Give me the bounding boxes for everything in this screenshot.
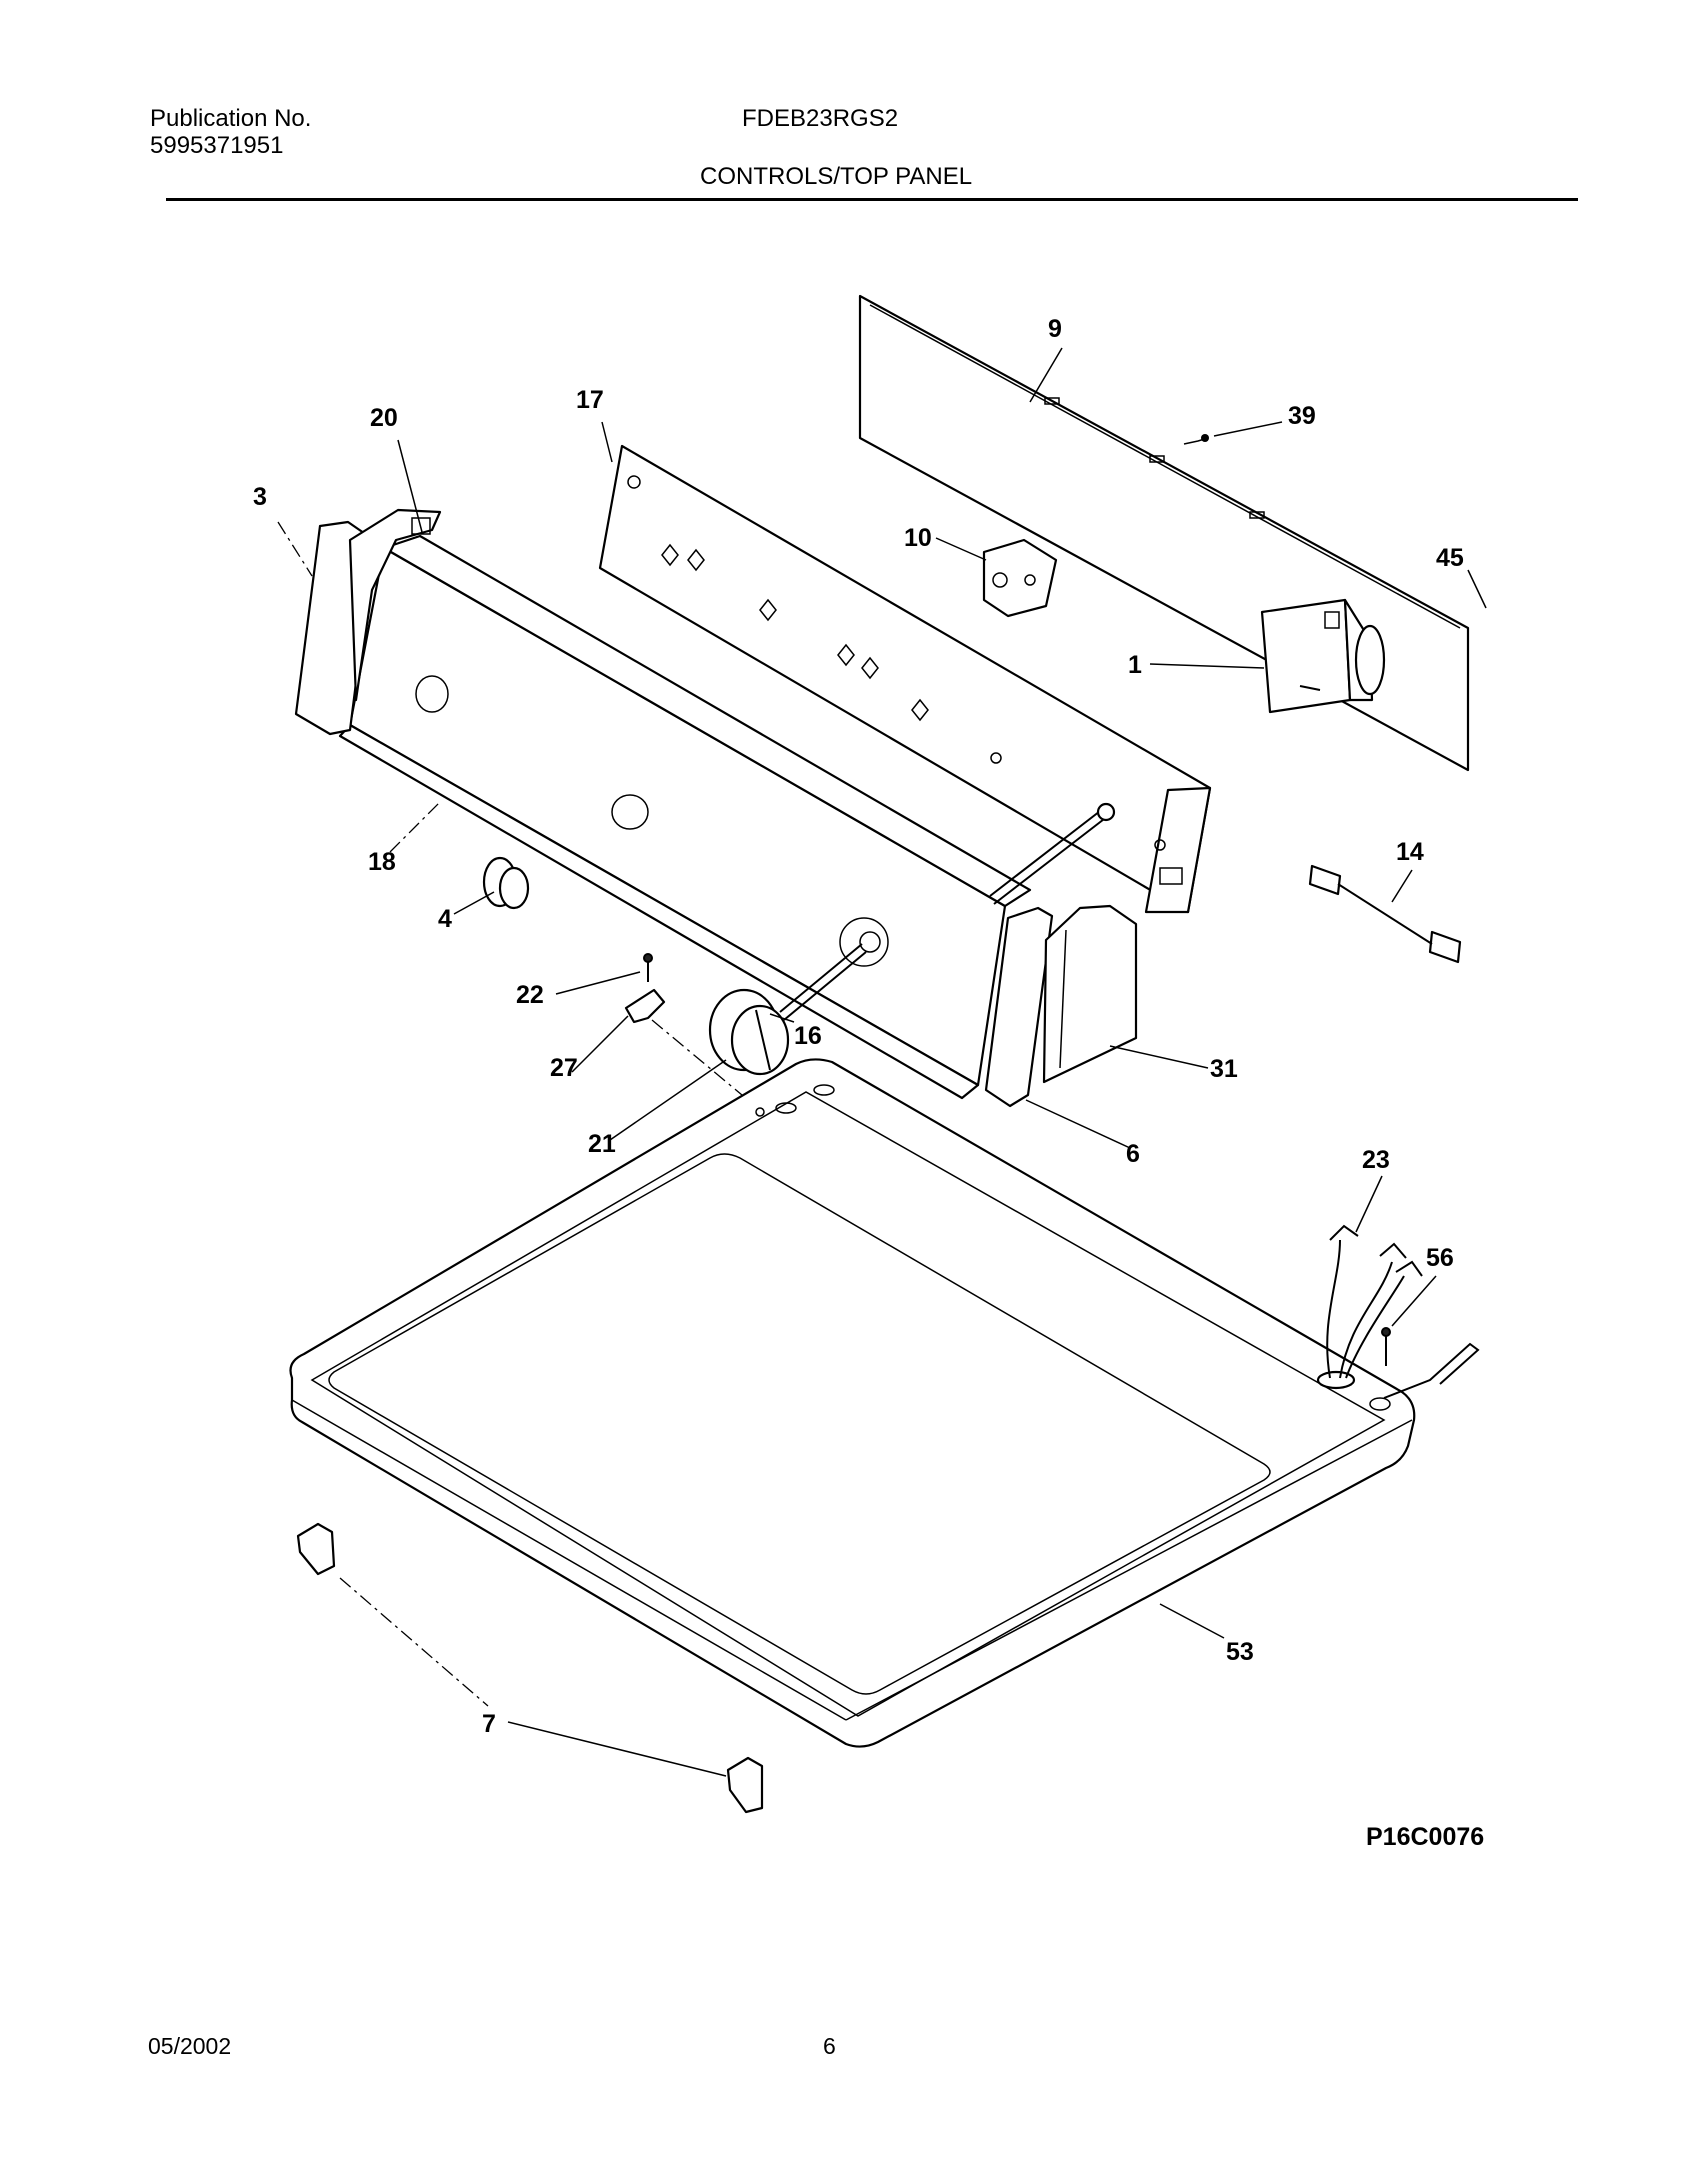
callout-20: 20 bbox=[370, 404, 398, 432]
timer-drawing bbox=[1260, 598, 1386, 714]
model-number: FDEB23RGS2 bbox=[742, 105, 899, 132]
page-number: 6 bbox=[823, 2033, 836, 2059]
leader-lines bbox=[277, 347, 1487, 1777]
callout-17: 17 bbox=[576, 386, 604, 414]
callout-6: 6 bbox=[1126, 1140, 1140, 1168]
feet-drawing bbox=[296, 1522, 764, 1814]
callout-23: 23 bbox=[1362, 1146, 1390, 1174]
callout-14: 14 bbox=[1396, 838, 1424, 866]
callout-27: 27 bbox=[550, 1054, 578, 1082]
callout-31: 31 bbox=[1210, 1055, 1238, 1083]
console-drawing bbox=[338, 534, 1032, 1100]
left-end-cap-drawing bbox=[294, 508, 442, 736]
callout-56: 56 bbox=[1426, 1244, 1454, 1272]
wire-harness-drawing bbox=[1316, 1224, 1480, 1411]
callout-16: 16 bbox=[794, 1022, 822, 1050]
header-rule bbox=[166, 198, 1578, 201]
callout-18: 18 bbox=[368, 848, 396, 876]
callout-4: 4 bbox=[438, 905, 452, 933]
callout-labels: 9 39 20 17 3 10 45 1 18 14 4 22 16 27 31… bbox=[253, 315, 1464, 1738]
top-panel-drawing bbox=[289, 1058, 1416, 1748]
publication-number: 5995371951 bbox=[150, 132, 284, 159]
callout-10: 10 bbox=[904, 524, 932, 552]
publication-label: Publication No. bbox=[150, 105, 312, 132]
footer-date: 05/2002 bbox=[148, 2033, 232, 2059]
shaft-drawing bbox=[779, 802, 1116, 1021]
callout-39: 39 bbox=[1288, 402, 1316, 430]
callout-9: 9 bbox=[1048, 315, 1062, 343]
thermistor-drawing bbox=[1308, 864, 1462, 964]
callout-45: 45 bbox=[1436, 544, 1464, 572]
section-title: CONTROLS/TOP PANEL bbox=[700, 163, 973, 190]
right-end-cap-drawing bbox=[984, 904, 1138, 1108]
callout-53: 53 bbox=[1226, 1638, 1254, 1666]
callout-1: 1 bbox=[1128, 651, 1142, 679]
callout-22: 22 bbox=[516, 981, 544, 1009]
switch-drawing bbox=[982, 538, 1058, 618]
drawing-code: P16C0076 bbox=[1366, 1823, 1485, 1851]
knob-drawing bbox=[482, 856, 790, 1076]
callout-3: 3 bbox=[253, 483, 267, 511]
callout-21: 21 bbox=[588, 1130, 616, 1158]
callout-7: 7 bbox=[482, 1710, 496, 1738]
control-panel-backing-drawing bbox=[598, 444, 1212, 914]
